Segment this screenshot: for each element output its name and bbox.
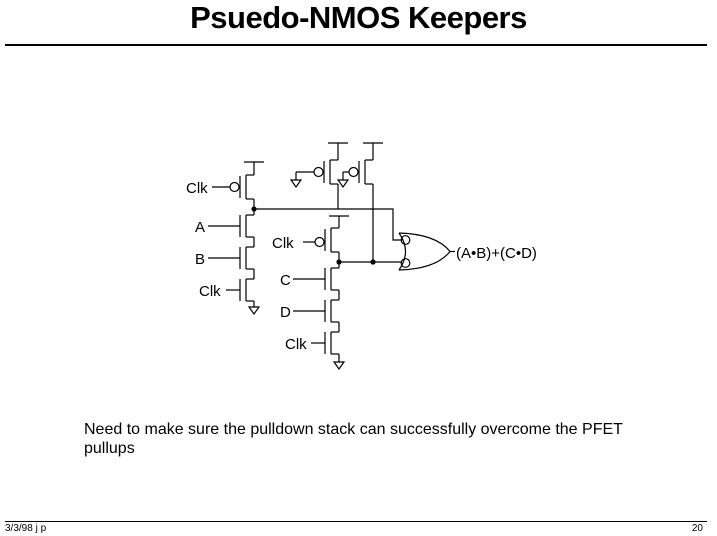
node-1-to-gate-wire [373,208,402,241]
junction-dot [336,259,342,265]
output-label: (A•B)+(C•D) [456,245,537,262]
junction-dot [370,259,376,265]
keeper-pfet-2 [336,142,383,262]
ground-symbol [289,179,303,189]
footer-date: 3/3/98 j p [5,523,47,534]
nfet-clk-foot-2 [311,331,339,355]
nfet-d [293,299,339,323]
ground-symbol [247,306,261,316]
clk-foot-2-label: Clk [285,336,307,353]
slide-title: Psuedo-NMOS Keepers [190,0,527,35]
nand-gate [398,232,455,271]
pfet-precharge-2 [303,227,339,253]
ground-symbol [336,179,350,189]
input-a-label: A [195,219,205,236]
clk-precharge-2-label: Clk [272,235,294,252]
clk-precharge-1-label: Clk [186,180,208,197]
stack-cd [293,215,349,371]
clk-foot-1-label: Clk [199,283,221,300]
nfet-a [208,214,254,238]
nfet-c [293,267,339,291]
footer-divider [5,521,707,522]
title-divider [5,44,707,46]
caption-text: Need to make sure the pulldown stack can… [84,421,623,457]
page-number: 20 [691,523,703,534]
input-c-label: C [280,272,291,289]
stack-ab [208,161,264,316]
nfet-clk-foot-1 [226,278,254,302]
pfet-precharge-1 [212,161,264,200]
input-b-label: B [195,251,205,268]
ground-symbol [332,361,346,371]
junction-dot [251,206,257,212]
nfet-b [208,246,254,270]
input-d-label: D [280,304,291,321]
keeper-pfet-1 [289,142,348,209]
